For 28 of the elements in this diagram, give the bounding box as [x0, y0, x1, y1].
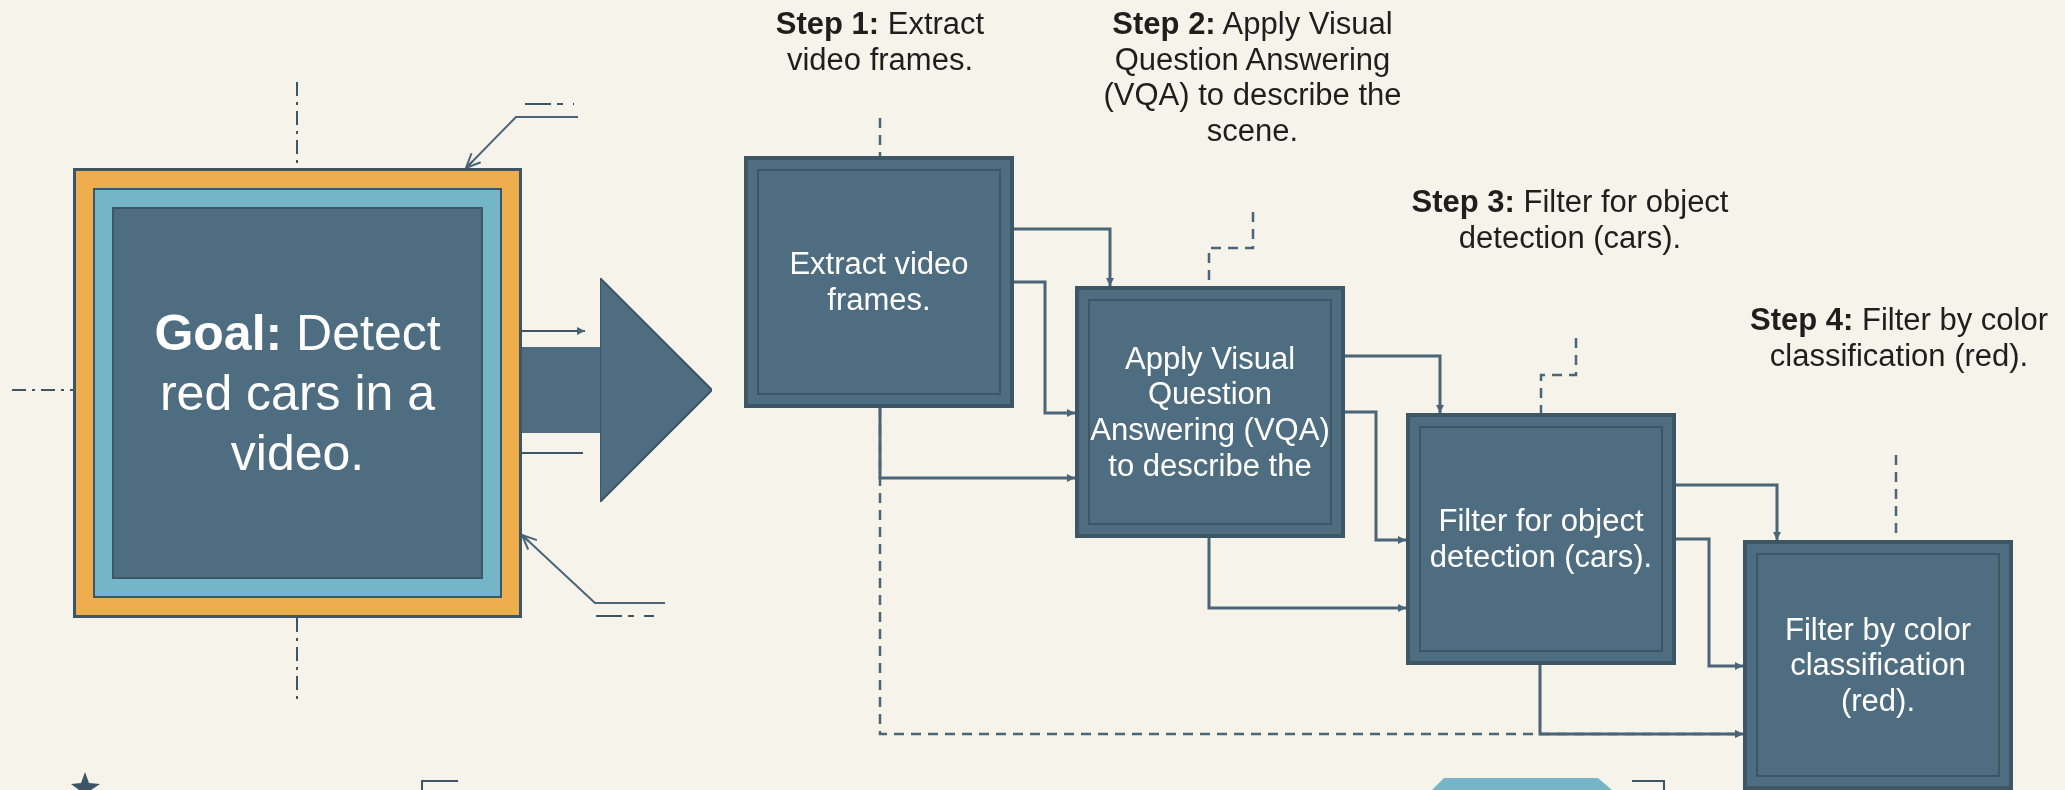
block-arrow — [522, 277, 713, 503]
process-text: Filter by color classification (red). — [1783, 611, 1972, 719]
pointer-arrow — [465, 116, 579, 169]
goal-box — [73, 168, 522, 618]
step-text: Step 3: Filter for object detection (cars). — [1410, 184, 1730, 256]
process-text: Extract video frames. — [788, 246, 970, 318]
arrow — [1345, 410, 1406, 544]
arrow — [1014, 280, 1075, 417]
step-text: Step 2: Apply Visual Question Answering (VQA) to describe the scene. — [1102, 6, 1403, 149]
process-box — [1743, 540, 2013, 790]
process-text: Filter for object detection (cars). — [1428, 503, 1654, 575]
arrow — [1345, 354, 1444, 413]
leader-line — [878, 118, 882, 156]
pointer-arrow — [521, 534, 666, 604]
process-text: Apply Visual Question Answering (VQA) to describe the — [1089, 340, 1331, 484]
arrow — [1676, 483, 1781, 540]
process-box — [744, 156, 1014, 408]
arrow — [878, 408, 1075, 482]
process-box — [1406, 413, 1676, 665]
leader-line — [1539, 338, 1578, 413]
goal-text: Goal: Detect red cars in a video. — [153, 304, 442, 483]
arrow — [1538, 665, 1743, 738]
step-text: Step 1: Extract video frames. — [774, 6, 986, 78]
arrow — [1014, 227, 1114, 286]
arrow — [1207, 538, 1406, 612]
process-box — [1075, 286, 1345, 538]
arrow — [1676, 537, 1743, 670]
step-text: Step 4: Filter by color classification (red). — [1749, 302, 2049, 374]
